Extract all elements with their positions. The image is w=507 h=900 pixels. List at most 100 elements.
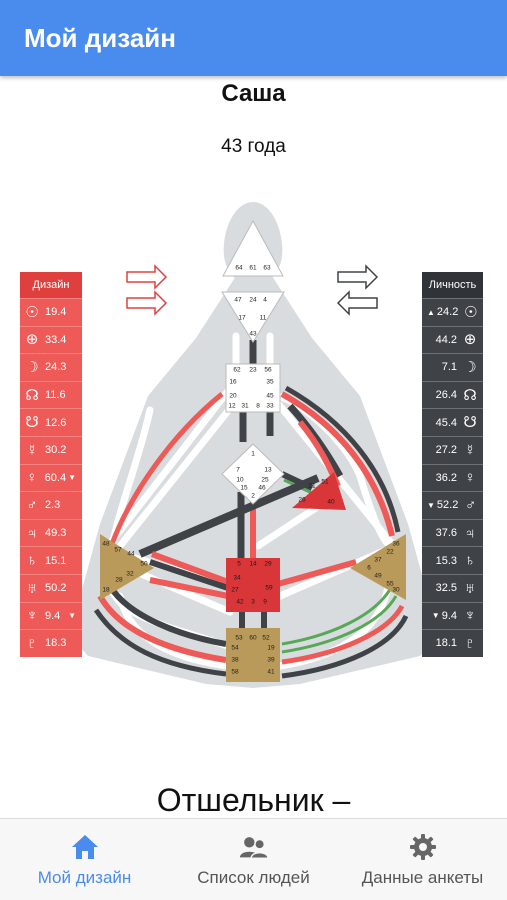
gate-label-25: 25: [261, 477, 269, 484]
personality-row-earth[interactable]: 44.2⊕: [422, 325, 483, 354]
personality-column: Личность ▲24.2☉44.2⊕7.1☽26.4☊45.4☋27.2☿3…: [422, 272, 483, 657]
gate-label-44: 44: [127, 551, 135, 558]
gate-label-5: 5: [237, 561, 241, 568]
design-row-mars[interactable]: ♂2.3: [20, 491, 82, 519]
personality-row-mercury[interactable]: 27.2☿: [422, 435, 483, 464]
personality-row-venus[interactable]: 36.2♀: [422, 463, 483, 492]
personality-row-neptune[interactable]: ▼9.4♆: [422, 601, 483, 630]
spleen-center: [100, 534, 154, 600]
g-center: [221, 443, 285, 505]
gate-label-63: 63: [263, 265, 271, 272]
app-bar: Мой дизайн: [0, 0, 507, 76]
neptune-icon: ♆: [26, 607, 38, 625]
gate-label-58: 58: [231, 669, 239, 676]
gate-label-23: 23: [249, 367, 257, 374]
design-row-pluto[interactable]: ♇18.3: [20, 629, 82, 657]
design-row-venus[interactable]: ♀60.4▼: [20, 463, 82, 492]
gate-label-35: 35: [266, 379, 274, 386]
gate-label-14: 14: [249, 561, 257, 568]
gate-label-55: 55: [386, 581, 394, 588]
gate-label-45: 45: [266, 393, 274, 400]
south-node-icon: ☋: [25, 414, 39, 432]
nav-my-design[interactable]: Мой дизайн: [0, 819, 169, 900]
mars-icon: ♂: [465, 496, 477, 514]
jupiter-icon: ♃: [26, 524, 38, 542]
gate-label-43: 43: [249, 331, 257, 338]
south-node-icon: ☋: [463, 414, 477, 432]
design-row-neptune[interactable]: ♆9.4▼: [20, 601, 82, 630]
gate-label-57: 57: [114, 547, 122, 554]
earth-icon: ⊕: [463, 331, 477, 349]
gate-label-61: 61: [249, 265, 257, 272]
gate-label-37: 37: [374, 557, 382, 564]
pluto-icon: ♇: [26, 634, 38, 652]
uranus-icon: ♅: [464, 579, 476, 597]
defined-channels: [93, 340, 409, 679]
pluto-icon: ♇: [464, 634, 476, 652]
gate-label-9: 9: [263, 599, 267, 606]
gate-label-32: 32: [126, 571, 134, 578]
fixing-mark: ▼: [68, 473, 76, 483]
personality-value: 7.1: [441, 361, 457, 374]
gate-label-6: 6: [367, 565, 371, 572]
gate-label-19: 19: [267, 645, 275, 652]
personality-row-saturn[interactable]: 15.3 ♄: [422, 546, 483, 574]
design-value: 50.2: [45, 582, 67, 595]
design-row-moon[interactable]: ☽24.3: [20, 353, 82, 381]
personality-value: 32.5: [435, 582, 457, 595]
gate-label-50: 50: [140, 561, 148, 568]
design-row-mercury[interactable]: ☿30.2: [20, 435, 82, 464]
profile-age: 43 года: [221, 136, 286, 157]
gate-label-2: 2: [251, 493, 255, 500]
gate-label-39: 39: [267, 657, 275, 664]
nav-people-list[interactable]: Список людей: [169, 819, 338, 900]
personality-row-south-node[interactable]: 45.4☋: [422, 408, 483, 436]
fixing-mark: ▲: [427, 307, 435, 317]
bottom-navigation: Мой дизайн Список людей Данные анкеты: [0, 818, 507, 900]
gate-label-40: 40: [327, 499, 335, 506]
design-row-saturn[interactable]: ♄15.1: [20, 546, 82, 574]
personality-row-uranus[interactable]: 32.5 ♅: [422, 573, 483, 602]
gate-label-41: 41: [267, 669, 275, 676]
design-value: 49.3: [45, 527, 67, 540]
gate-label-20: 20: [229, 393, 237, 400]
personality-row-mars[interactable]: ▼52.2♂: [422, 491, 483, 519]
design-row-north-node[interactable]: ☊11.6: [20, 380, 82, 409]
personality-value: 15.3: [435, 554, 457, 567]
north-node-icon: ☊: [25, 386, 39, 404]
type-title: Отшельник –: [156, 782, 351, 818]
personality-row-north-node[interactable]: 26.4☊: [422, 380, 483, 409]
design-row-uranus[interactable]: ♅50.2: [20, 573, 82, 602]
throat-center: [225, 363, 281, 413]
personality-row-moon[interactable]: 7.1☽: [422, 353, 483, 381]
design-row-earth[interactable]: ⊕33.4: [20, 325, 82, 354]
fixing-mark: ▼: [431, 611, 440, 621]
people-icon: [239, 832, 269, 862]
gate-label-47: 47: [234, 297, 242, 304]
gate-label-26: 26: [298, 497, 306, 504]
design-value: 19.4: [45, 306, 67, 319]
saturn-icon: ♄: [464, 552, 476, 570]
personality-value: 26.4: [435, 389, 457, 402]
neptune-icon: ♆: [464, 607, 476, 625]
mars-icon: ♂: [26, 496, 38, 514]
gate-label-1: 1: [251, 451, 255, 458]
gate-label-30: 30: [392, 587, 400, 594]
personality-row-jupiter[interactable]: 37.6♃: [422, 518, 483, 547]
design-row-jupiter[interactable]: ♃ 49.3: [20, 518, 82, 547]
personality-row-pluto[interactable]: 18.1♇: [422, 629, 483, 657]
design-column: Дизайн ☉19.4⊕33.4☽24.3☊11.6☋12.6☿30.2♀60…: [20, 272, 82, 657]
gate-label-51: 51: [321, 479, 329, 486]
venus-icon: ♀: [26, 469, 38, 487]
nav-questionnaire[interactable]: Данные анкеты: [338, 819, 507, 900]
mercury-icon: ☿: [464, 441, 476, 459]
gate-label-38: 38: [231, 657, 239, 664]
home-icon: [70, 832, 100, 862]
gate-label-56: 56: [264, 367, 272, 374]
design-value: 15.1: [45, 554, 67, 567]
design-row-sun[interactable]: ☉19.4: [20, 298, 82, 326]
personality-row-sun[interactable]: ▲24.2☉: [422, 298, 483, 326]
design-row-south-node[interactable]: ☋12.6: [20, 408, 82, 436]
personality-value: 24.2: [436, 306, 459, 319]
